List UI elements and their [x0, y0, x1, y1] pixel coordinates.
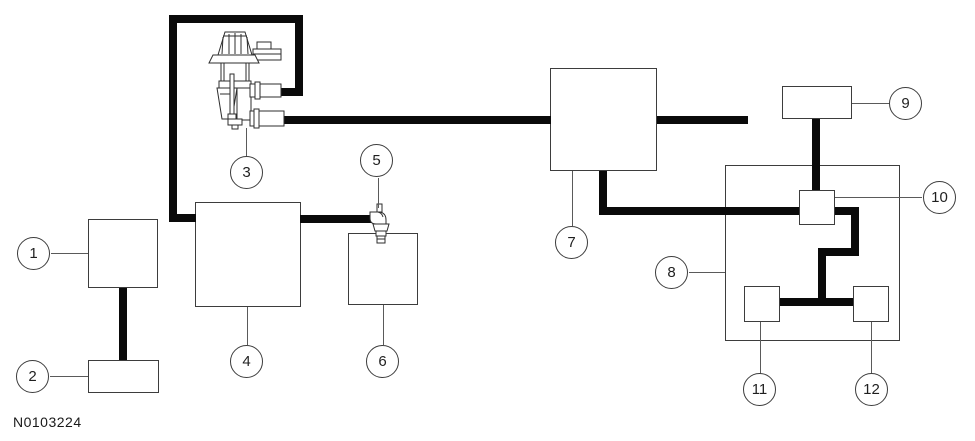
- callout-7-label: 7: [567, 234, 576, 251]
- hose-segment: [851, 207, 859, 256]
- hose-segment: [281, 116, 551, 124]
- callout-2-label: 2: [28, 368, 37, 385]
- hose-segment: [300, 215, 372, 223]
- figure-code: N0103224: [13, 414, 82, 430]
- component-box-4: [195, 202, 301, 307]
- hose-segment: [812, 119, 820, 191]
- callout-4: 4: [230, 345, 263, 378]
- callout-9: 9: [889, 87, 922, 120]
- component-box-10: [799, 190, 835, 225]
- callout-1: 1: [17, 237, 50, 270]
- leader-line-3: [246, 128, 247, 157]
- callout-9-label: 9: [901, 95, 910, 112]
- callout-12: 12: [855, 373, 888, 406]
- callout-4-label: 4: [242, 353, 251, 370]
- hose-segment: [818, 248, 826, 306]
- hose-segment: [169, 15, 303, 23]
- hose-segment: [780, 298, 853, 306]
- hose-segment: [657, 116, 748, 124]
- leader-line-8: [689, 272, 725, 273]
- callout-3: 3: [230, 156, 263, 189]
- hose-segment: [295, 15, 303, 96]
- leader-line-2: [50, 376, 88, 377]
- callout-8: 8: [655, 256, 688, 289]
- hose-segment: [818, 248, 859, 256]
- hose-segment: [599, 207, 800, 215]
- callout-6-label: 6: [378, 353, 387, 370]
- callout-3-label: 3: [242, 164, 251, 181]
- callout-2: 2: [16, 360, 49, 393]
- callout-1-label: 1: [29, 245, 38, 262]
- component-box-9: [782, 86, 852, 119]
- leader-line-9: [852, 103, 890, 104]
- hose-segment: [279, 88, 303, 96]
- callout-10: 10: [923, 181, 956, 214]
- leader-line-7: [572, 171, 573, 226]
- component-box-11: [744, 286, 780, 322]
- callout-10-label: 10: [931, 189, 948, 206]
- valve-icon: [208, 31, 285, 130]
- elbow-fitting-icon: [369, 203, 390, 244]
- callout-5: 5: [360, 144, 393, 177]
- component-box-7: [550, 68, 657, 171]
- hose-segment: [119, 288, 127, 360]
- leader-line-12: [871, 322, 872, 374]
- callout-7: 7: [555, 226, 588, 259]
- component-box-1: [88, 219, 158, 288]
- component-box-12: [853, 286, 889, 322]
- leader-line-10: [835, 197, 922, 198]
- leader-line-5: [378, 178, 379, 208]
- hose-segment: [169, 15, 177, 222]
- hose-segment: [834, 207, 859, 215]
- hose-segment: [169, 214, 196, 222]
- callout-6: 6: [366, 345, 399, 378]
- callout-11-label: 11: [751, 381, 768, 398]
- callout-5-label: 5: [372, 152, 381, 169]
- hose-segment: [599, 171, 607, 215]
- callout-12-label: 12: [863, 381, 880, 398]
- callout-8-label: 8: [667, 264, 676, 281]
- leader-line-11: [760, 322, 761, 374]
- leader-line-4: [247, 307, 248, 345]
- leader-line-6: [383, 305, 384, 345]
- leader-line-1: [51, 253, 88, 254]
- component-box-2: [88, 360, 159, 393]
- callout-11: 11: [743, 373, 776, 406]
